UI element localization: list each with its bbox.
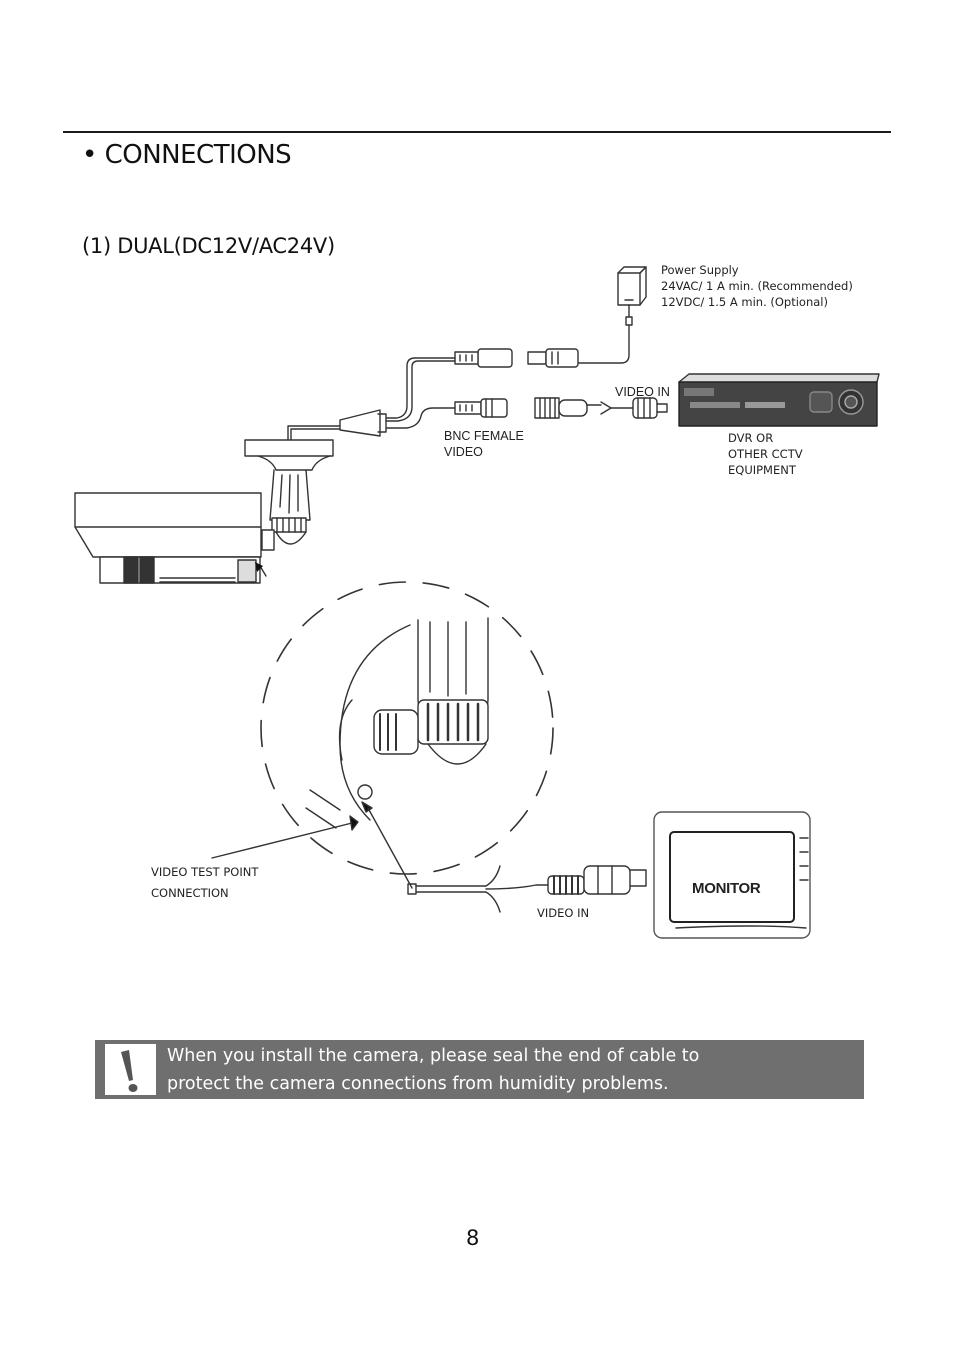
bnc-female-connector-icon <box>454 398 508 418</box>
video-in-dvr-label: VIDEO IN <box>615 385 670 399</box>
section-title: • CONNECTIONS <box>82 140 292 170</box>
video-test-point-label: VIDEO TEST POINT CONNECTION <box>151 865 259 900</box>
humidity-warning-note: When you install the camera, please seal… <box>95 1040 864 1099</box>
camera-mount-icon <box>244 439 334 545</box>
detail-view-icon <box>305 617 489 829</box>
test-cable-icon <box>407 865 647 913</box>
dvr-label: DVR OR OTHER CCTV EQUIPMENT <box>728 431 803 477</box>
power-supply-label: Power Supply 24VAC/ 1 A min. (Recommende… <box>661 263 853 309</box>
subsection-title: (1) DUAL(DC12V/AC24V) <box>82 234 335 258</box>
note-text: When you install the camera, please seal… <box>167 1046 700 1094</box>
camera-icon <box>74 492 275 584</box>
video-in-monitor-label: VIDEO IN <box>537 906 590 920</box>
power-adapter-icon <box>578 266 647 364</box>
bnc-female-video-label: BNC FEMALE VIDEO <box>444 429 524 459</box>
dvr-icon <box>678 373 880 427</box>
power-connector-icon <box>454 348 579 368</box>
monitor-label: MONITOR <box>692 880 761 897</box>
monitor-icon <box>653 811 811 939</box>
connection-diagram <box>74 266 880 939</box>
detail-zoom-circle <box>260 581 554 875</box>
bnc-male-connector-icon <box>534 397 668 419</box>
header-rule <box>63 131 891 133</box>
page-number: 8 <box>466 1226 480 1250</box>
exclamation-icon <box>105 1044 156 1095</box>
